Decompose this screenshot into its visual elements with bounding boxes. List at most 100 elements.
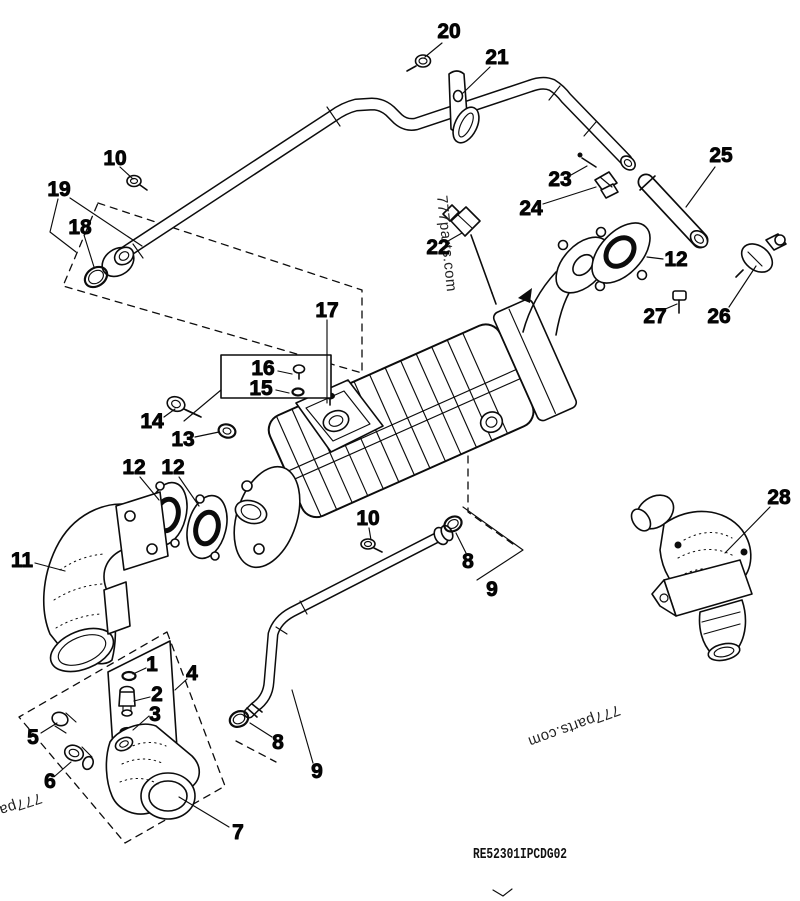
connector-24-shape	[600, 183, 619, 199]
callout-11: 11	[11, 549, 34, 572]
bracket-21-shape	[452, 89, 464, 103]
callout-22: 22	[426, 236, 449, 259]
bolt-20-shape	[414, 54, 432, 68]
plug-5-shape	[51, 711, 69, 727]
bolt-14	[166, 395, 202, 418]
callout-1: 1	[146, 653, 158, 676]
callout-25: 25	[709, 144, 733, 167]
callout-3: 3	[149, 703, 161, 726]
plug-6-shape	[63, 744, 85, 762]
upper-water-pipe-19-shape	[116, 78, 631, 260]
fitting-box-16-15-shape	[292, 364, 306, 374]
washer-13-shape	[217, 423, 237, 439]
lower-water-pipe-9	[243, 524, 454, 719]
callout-14: 14	[140, 410, 164, 433]
connector-24	[594, 171, 619, 199]
bolt-10-top-shape	[129, 177, 139, 185]
egr-cooler-body-shape	[240, 504, 262, 520]
bolt-10-bottom-shape	[363, 540, 373, 548]
watermark-middle: 777parts.com	[526, 701, 623, 750]
gasket-12-top-shape	[591, 222, 651, 284]
callout-17: 17	[315, 299, 338, 322]
assembly-arrow	[518, 288, 532, 303]
callout-28: 28	[767, 486, 791, 509]
egr-valve-28-shape	[740, 548, 748, 556]
upper-water-pipe-19-shape	[118, 251, 130, 261]
bracket-21-shape	[452, 106, 480, 144]
egr-valve-28-shape	[630, 508, 652, 532]
callout-2: 2	[151, 683, 163, 706]
egr-cooler-body-shape	[322, 409, 350, 433]
elbow-pipe-11-shape	[103, 581, 131, 635]
sensor-26-shape	[735, 269, 744, 278]
gasket-12-pair-shape	[186, 494, 228, 560]
gasket-12-top-shape	[595, 226, 607, 238]
elbow-pipe-11-shape	[49, 627, 115, 673]
bolt-10-bottom-shape	[373, 547, 383, 553]
sensor-26	[735, 233, 787, 278]
dashed-assembly-outlines-shape	[62, 202, 363, 374]
lower-water-pipe-9-shape	[275, 600, 308, 635]
egr-cooler-body	[233, 236, 611, 569]
callout-4: 4	[186, 662, 198, 685]
callout-9: 9	[486, 578, 498, 601]
dashed-assembly-outlines-shape	[18, 631, 226, 844]
fitting-box-16-15-shape	[220, 354, 332, 399]
bolt-10-top-shape	[126, 174, 142, 188]
washer-13-shape	[222, 427, 232, 435]
gasket-12-top-shape	[636, 269, 648, 281]
o-ring-18	[83, 265, 109, 289]
egr-cooler-body-shape-shape	[291, 378, 521, 481]
screw-27	[672, 290, 687, 314]
elbow-pipe-11	[42, 491, 169, 673]
callout-24: 24	[519, 197, 543, 220]
o-ring-18-shape	[88, 269, 104, 285]
connector-24-shape	[599, 176, 613, 188]
upper-water-pipe-19-shape	[623, 158, 633, 168]
bolt-14-shape	[166, 395, 186, 413]
valve-housing-7	[105, 723, 201, 820]
egr-cooler-body-shape-shape	[508, 308, 557, 414]
o-ring-8-left	[228, 710, 250, 728]
callout-8: 8	[462, 550, 474, 573]
plug-6-shape	[82, 755, 94, 771]
hose-25	[637, 173, 709, 249]
valve-housing-7-shape	[119, 742, 167, 785]
dashed-assembly-outlines-shape	[235, 740, 277, 763]
egr-cooler-body-shape	[557, 239, 569, 251]
bracket-21	[448, 70, 480, 144]
egr-valve-28-shape	[651, 579, 677, 617]
fitting-box-16-15-shape	[291, 387, 305, 397]
temperature-sensor-22-shape	[470, 234, 493, 294]
bolt-10-bottom	[360, 538, 383, 553]
egr-cooler-body-shape	[328, 415, 344, 427]
o-ring-8-right	[443, 515, 463, 533]
o-ring-8-left-shape	[228, 710, 250, 728]
leader-lines-shape	[34, 42, 771, 828]
o-ring-8-right-shape	[447, 519, 459, 529]
egr-valve-28-shape	[674, 541, 682, 549]
o-ring-18-shape	[83, 265, 109, 289]
dashed-assembly-outlines-shape	[467, 429, 518, 548]
plug-6	[63, 744, 94, 771]
callout-16: 16	[251, 357, 274, 380]
lower-water-pipe-9-shape	[246, 703, 263, 718]
lower-water-pipe-9-shape	[245, 532, 444, 717]
plug-6-shape	[68, 748, 80, 758]
callout-12: 12	[122, 456, 145, 479]
egr-cooler-body-shape-shape	[485, 416, 498, 428]
egr-valve-28-shape	[713, 646, 735, 658]
temperature-sensor-22-shape	[442, 204, 460, 222]
gasket-12-pair-shape	[155, 481, 165, 491]
callout-13: 13	[171, 428, 194, 451]
callout-12: 12	[664, 248, 687, 271]
egr-cooler-body-shape	[522, 271, 557, 333]
egr-cooler-body-shape-shape	[492, 298, 578, 422]
upper-water-pipe-19-shape	[113, 246, 135, 266]
egr-cooler-body-shape-shape	[287, 368, 517, 472]
callout-18: 18	[68, 216, 92, 239]
upper-water-pipe-19-shape	[620, 155, 636, 171]
gasket-12-pair-shape	[210, 551, 220, 561]
